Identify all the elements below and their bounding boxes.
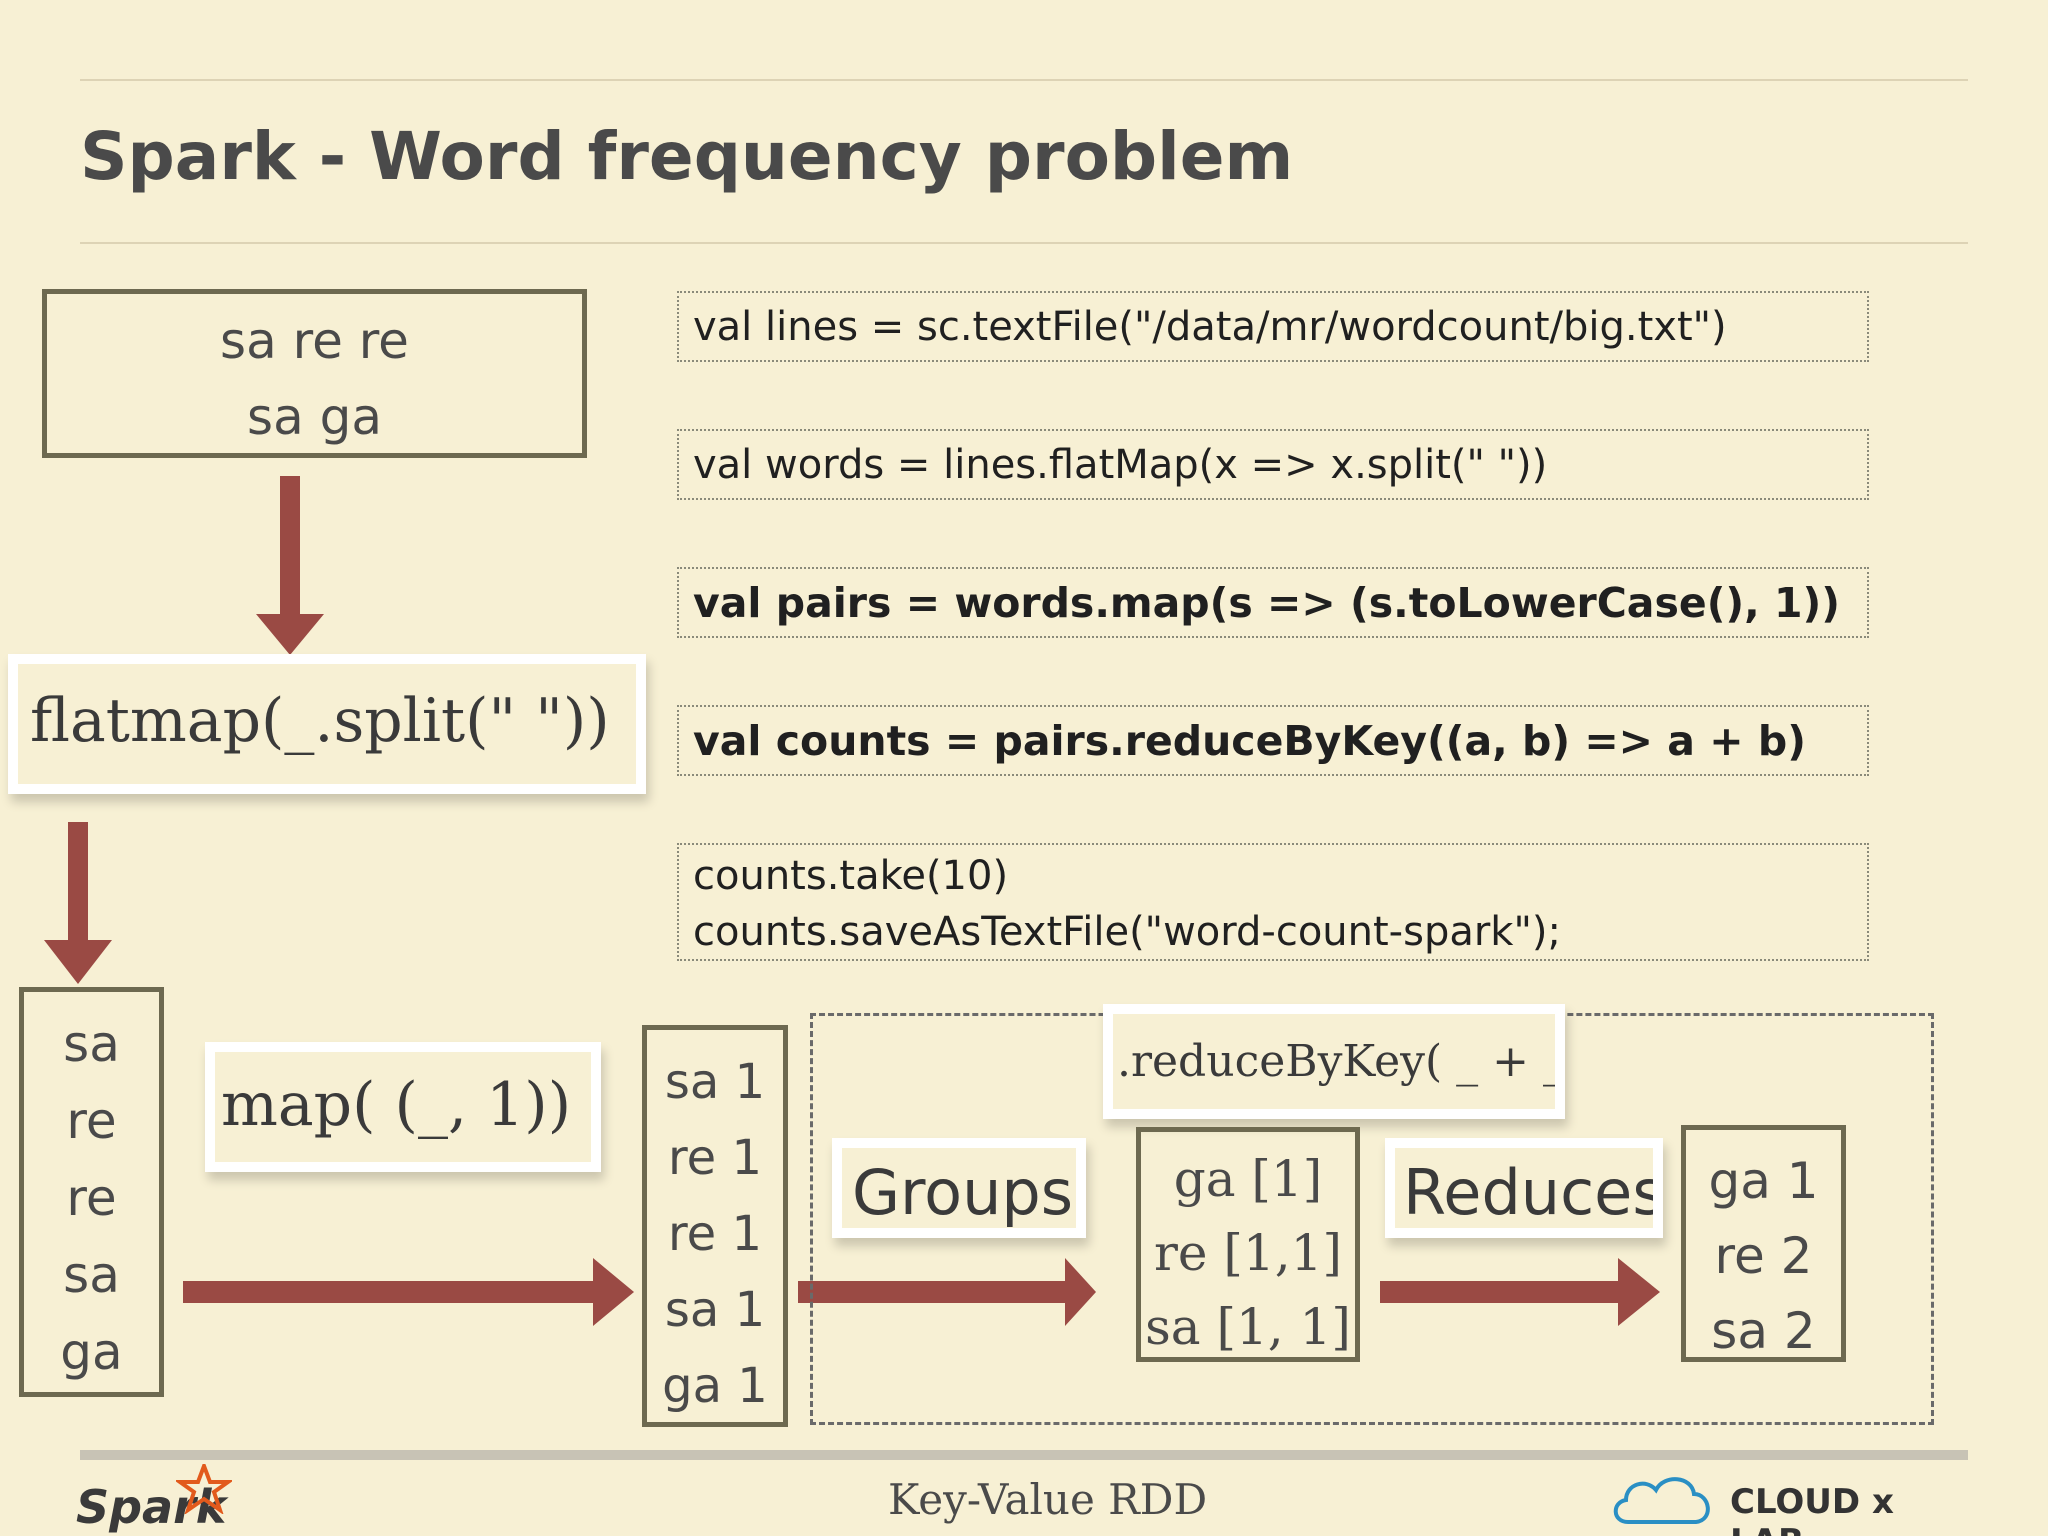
group-item: re [1,1]: [1154, 1224, 1342, 1282]
arrow-right-2-shaft: [798, 1281, 1070, 1303]
words-list: sa re re sa ga: [24, 1006, 159, 1391]
cloudxlab-logo-text: CLOUD x LAB: [1730, 1482, 1894, 1536]
reduces-label-text: Reduces: [1403, 1156, 1663, 1229]
group-item: ga [1]: [1173, 1150, 1323, 1208]
input-line-2: sa ga: [247, 388, 382, 446]
groups-label: Groups: [832, 1138, 1086, 1238]
code-text-3: val pairs = words.map(s => (s.toLowerCas…: [693, 579, 1841, 627]
flatmap-label-text: flatmap(_.split(" ")): [30, 686, 610, 756]
code-text-2: val words = lines.flatMap(x => x.split("…: [693, 442, 1548, 488]
reduced-item: re 2: [1714, 1227, 1813, 1285]
pair-item: re 1: [667, 1130, 762, 1186]
cloudxlab-logo: CLOUD x LAB: [1608, 1470, 1970, 1536]
code-line-words: val words = lines.flatMap(x => x.split("…: [677, 429, 1869, 500]
word-item: re: [66, 1169, 117, 1227]
arrow-down-2-shaft: [68, 822, 88, 962]
code-line-counts: val counts = pairs.reduceByKey((a, b) =>…: [677, 705, 1869, 776]
spark-logo-text: Spark: [76, 1480, 227, 1534]
code-line-pairs: val pairs = words.map(s => (s.toLowerCas…: [677, 567, 1869, 638]
arrow-down-1-shaft: [280, 476, 300, 616]
pair-item: ga 1: [662, 1358, 768, 1414]
reduced-list: ga 1 re 2 sa 2: [1686, 1144, 1841, 1369]
reduce-by-key-label-text: .reduceByKey( _ + _ ): [1117, 1036, 1565, 1087]
title-rule: [80, 242, 1968, 244]
arrow-down-2-head: [44, 940, 112, 984]
arrow-down-1-head: [256, 614, 324, 655]
arrow-right-3-shaft: [1380, 1281, 1622, 1303]
code-line-lines: val lines = sc.textFile("/data/mr/wordco…: [677, 291, 1869, 362]
input-line-1: sa re re: [220, 312, 409, 370]
words-box: sa re re sa ga: [19, 987, 164, 1397]
arrow-right-3-head: [1618, 1258, 1660, 1326]
top-rule: [80, 79, 1968, 81]
footer-title: Key-Value RDD: [888, 1475, 1208, 1524]
reduced-box: ga 1 re 2 sa 2: [1681, 1125, 1846, 1362]
group-item: sa [1, 1]: [1145, 1298, 1351, 1356]
map-label-text: map( (_, 1)): [221, 1070, 572, 1140]
reduce-by-key-label: .reduceByKey( _ + _ ): [1103, 1004, 1565, 1119]
word-item: ga: [60, 1323, 123, 1381]
code-text-4: val counts = pairs.reduceByKey((a, b) =>…: [693, 717, 1806, 765]
arrow-right-1-shaft: [183, 1281, 598, 1303]
pair-item: sa 1: [664, 1054, 766, 1110]
code-line-output: counts.take(10) counts.saveAsTextFile("w…: [677, 843, 1869, 961]
spark-logo: Spark: [76, 1464, 232, 1534]
code-text-6: counts.saveAsTextFile("word-count-spark"…: [693, 909, 1561, 955]
slide-title: Spark - Word frequency problem: [80, 118, 1294, 195]
footer-rule: [80, 1450, 1968, 1460]
arrow-right-2-head: [1065, 1258, 1096, 1326]
reduces-label: Reduces: [1385, 1138, 1663, 1238]
reduced-item: ga 1: [1708, 1152, 1819, 1210]
code-text-5: counts.take(10): [693, 853, 1009, 899]
pairs-box: sa 1 re 1 re 1 sa 1 ga 1: [642, 1025, 788, 1427]
map-label: map( (_, 1)): [205, 1042, 601, 1172]
cloud-icon: [1613, 1477, 1710, 1524]
grouped-list: ga [1] re [1,1] sa [1, 1]: [1141, 1142, 1355, 1364]
arrow-right-1-head: [593, 1258, 634, 1326]
word-item: re: [66, 1092, 117, 1150]
groups-label-text: Groups: [852, 1156, 1074, 1229]
pair-item: re 1: [667, 1206, 762, 1262]
input-text-box: sa re re sa ga: [42, 289, 587, 458]
pair-item: sa 1: [664, 1282, 766, 1338]
word-item: sa: [63, 1246, 120, 1304]
pairs-list: sa 1 re 1 re 1 sa 1 ga 1: [647, 1044, 783, 1424]
word-item: sa: [63, 1015, 120, 1073]
flatmap-label: flatmap(_.split(" ")): [8, 654, 646, 794]
spark-star-icon: [176, 1464, 232, 1514]
code-text-1: val lines = sc.textFile("/data/mr/wordco…: [693, 304, 1727, 350]
reduced-item: sa 2: [1711, 1302, 1816, 1360]
grouped-box: ga [1] re [1,1] sa [1, 1]: [1136, 1127, 1360, 1362]
